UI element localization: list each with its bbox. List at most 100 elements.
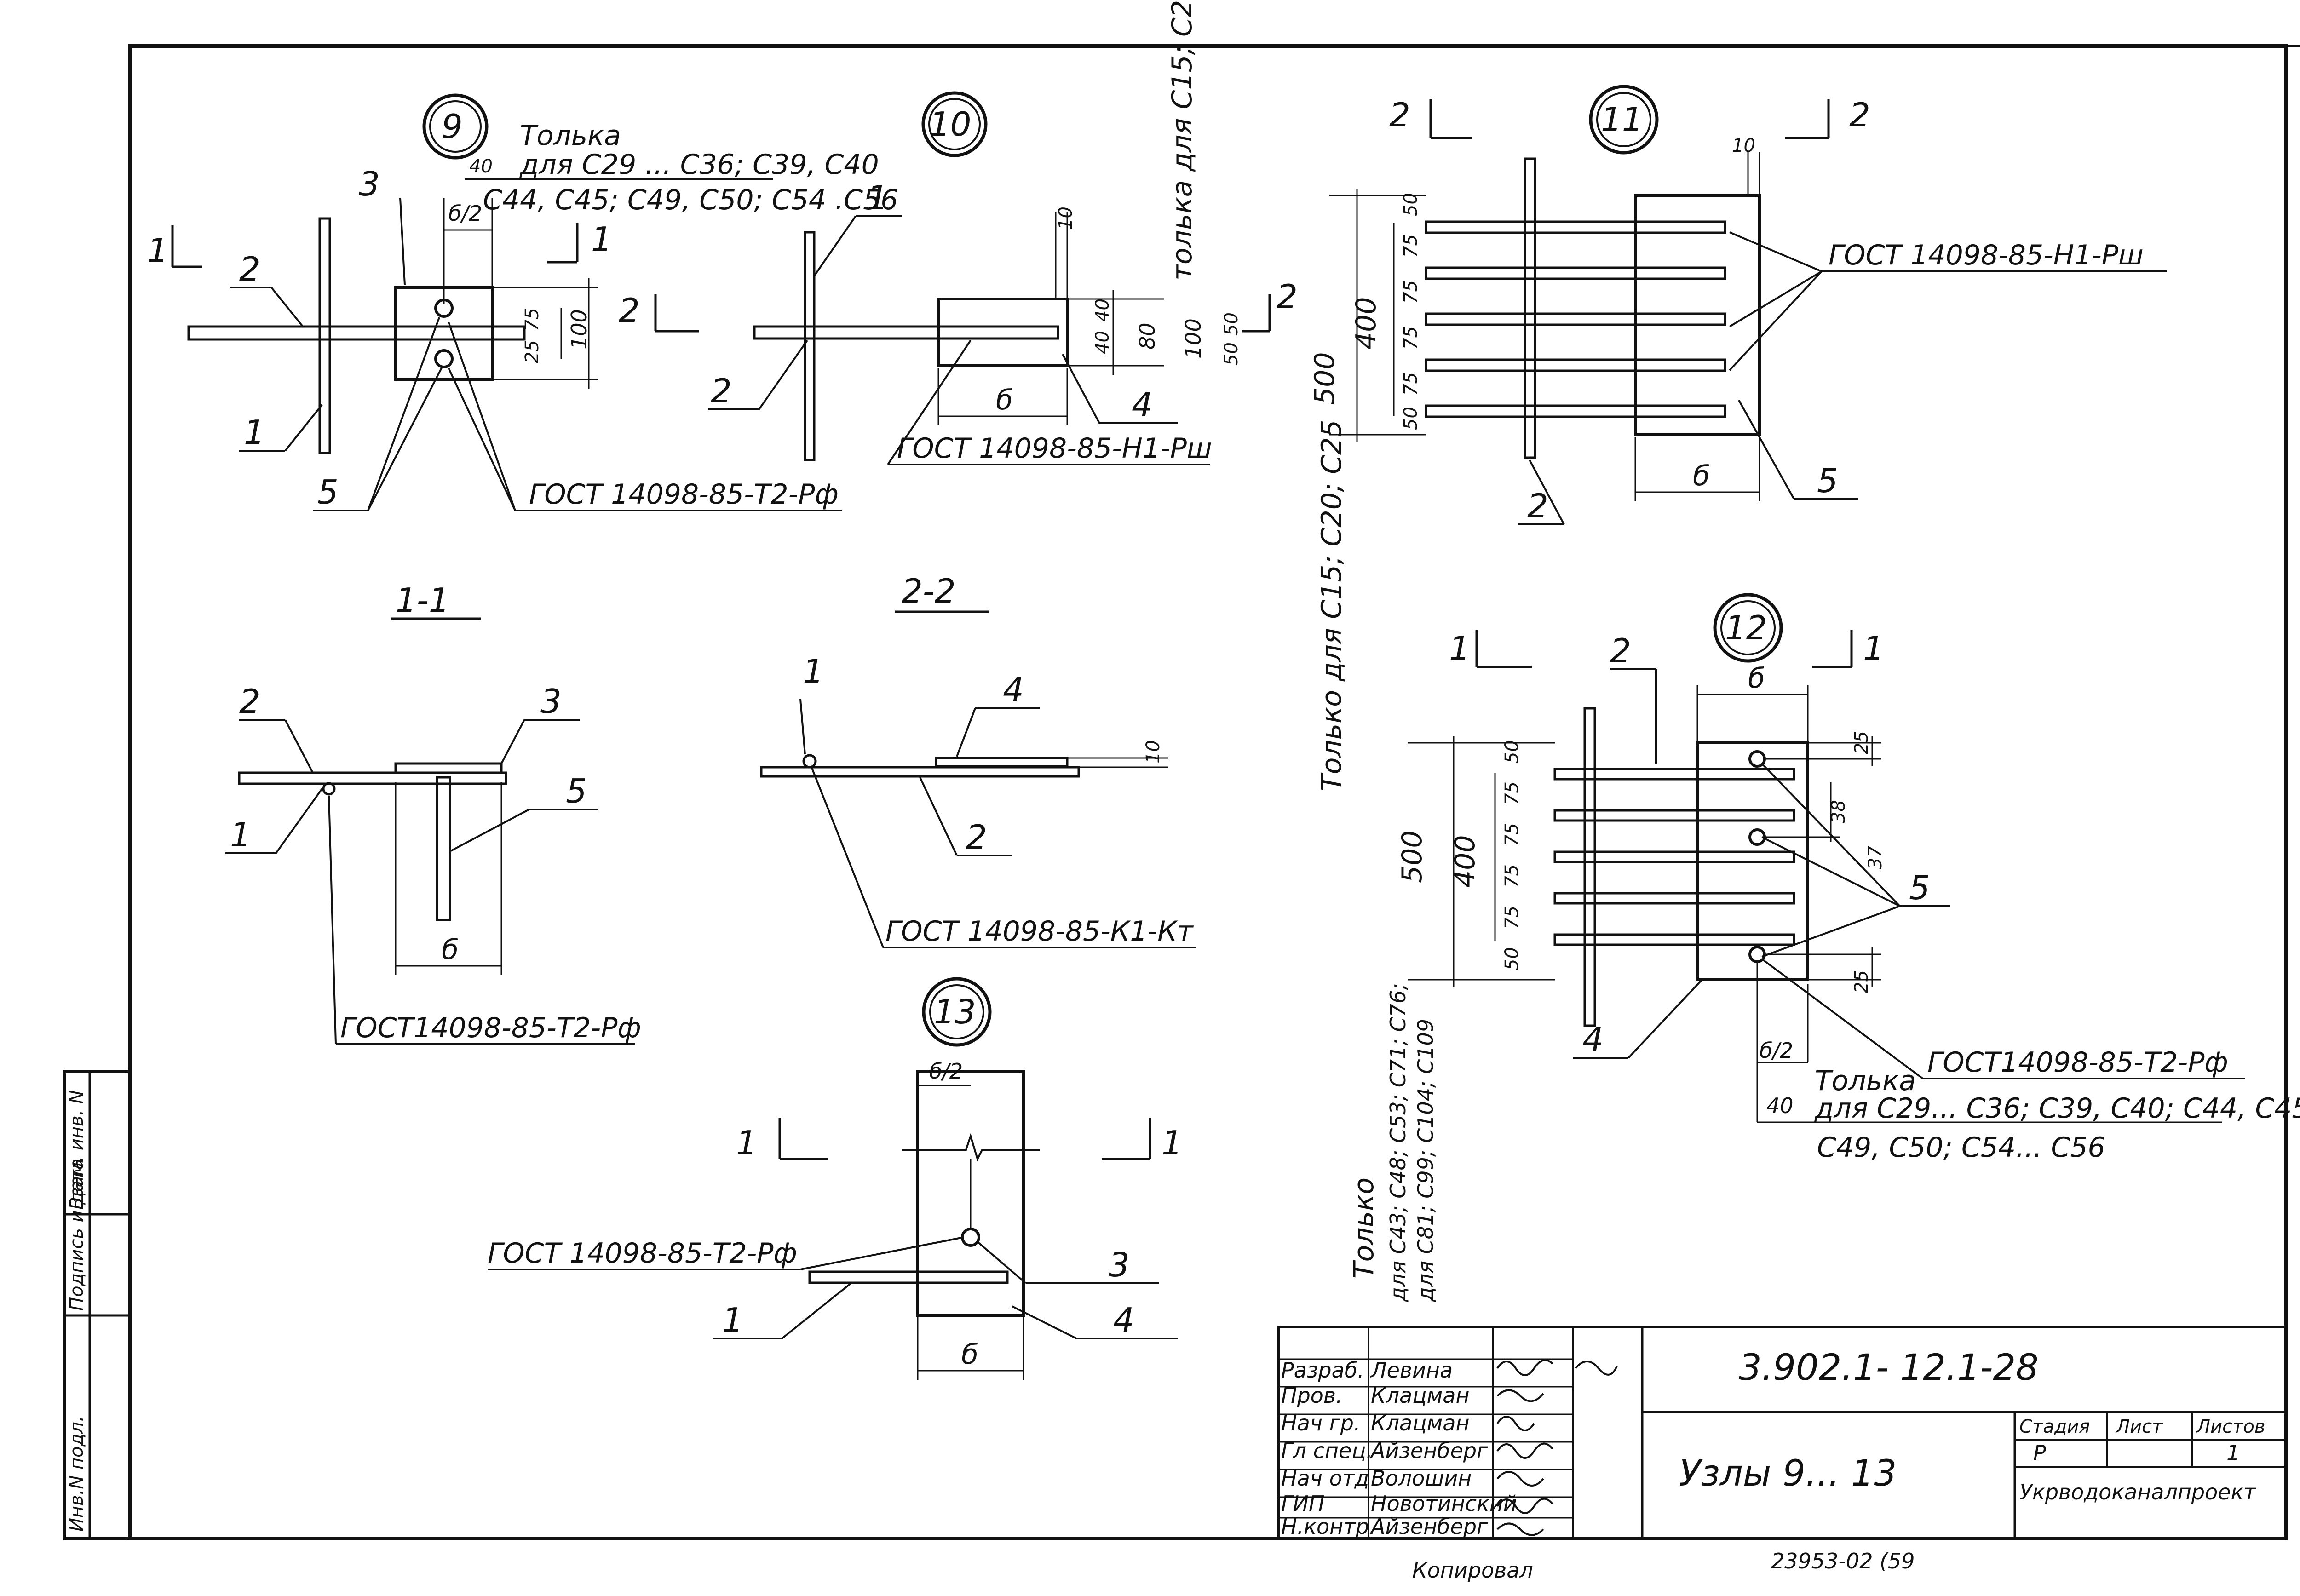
cut-1-label-12a: 1 bbox=[1449, 629, 1470, 668]
node-11: 11 2 2 500 400 50 75 75 75 75 50 bbox=[1309, 85, 2167, 791]
node-12-dim-40: 40 bbox=[1766, 1093, 1794, 1118]
node-12-note-line1: для C29... C36; C39, C40; C44, C45 bbox=[1814, 1092, 2300, 1125]
node-10-pos-2: 2 bbox=[711, 372, 732, 410]
node-11-dim-400: 400 bbox=[1350, 297, 1382, 350]
tb-sheets-label: Листов bbox=[2196, 1416, 2265, 1437]
node-9-note-title: Толька bbox=[520, 120, 621, 152]
node-9: 9 Толька для C29 ... C36; C39, C40 C44, … bbox=[187, 93, 898, 511]
node-13-number: 13 bbox=[934, 993, 976, 1031]
node-12-dim-25b: 25 bbox=[1851, 970, 1872, 993]
node-11-spacing-5: 50 bbox=[1400, 407, 1421, 430]
node-12-number: 12 bbox=[1725, 609, 1767, 647]
node-9-dim-25: 25 bbox=[522, 340, 543, 363]
stamp-replace-label: Взам. инв. N bbox=[66, 1090, 87, 1210]
node-10-gost: ГОСТ 14098-85-Н1-Рш bbox=[897, 432, 1212, 465]
node-9-note-line2: C44, C45; C49, C50; C54 .C56 bbox=[483, 184, 898, 216]
section-2-2-gost: ГОСТ 14098-85-К1-Кт bbox=[886, 915, 1194, 947]
tb-name-0: Левина bbox=[1370, 1358, 1453, 1383]
node-11-dim-500: 500 bbox=[1309, 352, 1341, 405]
node-11-pos-2: 2 bbox=[1527, 487, 1548, 525]
sheet-frame bbox=[128, 44, 2300, 1540]
node-12-spacing-5: 50 bbox=[1501, 947, 1523, 970]
section-2-2-pos-4: 4 bbox=[1003, 671, 1024, 709]
stamp-sign-label: Подпись и дата bbox=[66, 1159, 87, 1311]
node-9-dim-40: 40 bbox=[469, 156, 493, 177]
node-12-circle bbox=[1713, 593, 1783, 663]
tb-stage: Р bbox=[2033, 1441, 2046, 1465]
node-9-dim-100: 100 bbox=[567, 309, 592, 350]
node-12-dim-400: 400 bbox=[1449, 835, 1481, 888]
node-10-circle bbox=[921, 91, 988, 157]
cut-2-label-10: 2 bbox=[1276, 277, 1298, 316]
node-12-spacing-0: 50 bbox=[1501, 740, 1523, 764]
tb-role-1: Пров. bbox=[1281, 1383, 1343, 1408]
tb-role-0: Разраб. bbox=[1281, 1358, 1364, 1383]
section-2-2-title: 2-2 bbox=[902, 572, 956, 610]
node-10: 10 10 б 40 40 80 100 50 50 толька для C1… bbox=[708, 0, 1242, 465]
node-13-gost: ГОСТ 14098-85-Т2-Рф bbox=[488, 1237, 797, 1269]
node-9-number: 9 bbox=[442, 107, 463, 146]
node-12-pos-4: 4 bbox=[1582, 1020, 1604, 1059]
node-10-dim-40b: 40 bbox=[1092, 331, 1113, 354]
node-11-spacing-4: 75 bbox=[1400, 372, 1421, 396]
node-12-pos-5: 5 bbox=[1909, 868, 1930, 907]
node-11-gost: ГОСТ 14098-85-Н1-Рш bbox=[1828, 239, 2144, 271]
node-11-pos-5: 5 bbox=[1817, 461, 1838, 500]
tb-role-2: Нач гр. bbox=[1281, 1411, 1361, 1435]
node-12-bars bbox=[1553, 768, 1795, 946]
node-11-dim-10: 10 bbox=[1732, 135, 1755, 156]
tb-sheet-label: Лист bbox=[2115, 1416, 2163, 1437]
node-10-pos-1: 1 bbox=[867, 178, 888, 217]
cut-2-label-9: 2 bbox=[619, 291, 640, 330]
node-11-note: Только для C15; C20; C25 bbox=[1316, 420, 1348, 791]
tb-doc-code: 3.902.1- 12.1-28 bbox=[1739, 1347, 2039, 1389]
node-13-pos-1: 1 bbox=[722, 1301, 743, 1339]
tb-name-6: Айзенберг bbox=[1369, 1514, 1488, 1539]
node-12-spacing-4: 75 bbox=[1501, 906, 1523, 929]
node-9-circle bbox=[422, 93, 489, 160]
tb-role-6: Н.контр. bbox=[1281, 1514, 1376, 1539]
node-9-pos-3: 3 bbox=[359, 165, 380, 203]
cut-2-label-11b: 2 bbox=[1849, 96, 1870, 134]
node-12-spacing-1: 75 bbox=[1501, 781, 1523, 805]
node-13-pos-3: 3 bbox=[1109, 1246, 1130, 1284]
side-stamp: Инв.N подл. Подпись и дата Взам. инв. N bbox=[63, 1070, 131, 1540]
node-10-dim-80: 80 bbox=[1135, 322, 1160, 350]
section-2-2-dim-10: 10 bbox=[1143, 740, 1164, 764]
node-13-dim-b: б bbox=[961, 1338, 978, 1371]
tb-role-3: Гл спец. bbox=[1281, 1438, 1373, 1463]
node-9-gost: ГОСТ 14098-85-Т2-Рф bbox=[529, 478, 839, 511]
node-10-dim-50b: 50 bbox=[1221, 312, 1242, 336]
tb-bottom-number: 23953-02 (59 bbox=[1771, 1549, 1915, 1573]
section-1-1-title: 1-1 bbox=[396, 581, 450, 620]
cut-markers-10: 2 bbox=[1242, 277, 1298, 333]
stamp-inv-label: Инв.N подл. bbox=[66, 1416, 87, 1532]
section-1-1-pos-3: 3 bbox=[540, 682, 562, 721]
node-12-dim-25a: 25 bbox=[1851, 731, 1872, 754]
node-10-dim-100: 100 bbox=[1181, 318, 1206, 359]
node-13: 13 1 1 б/2 б ГОСТ 14098-85-Т2-Рф 3 1 bbox=[488, 977, 1183, 1380]
node-13-dim-b2: б/2 bbox=[929, 1059, 963, 1084]
tb-role-4: Нач отд bbox=[1281, 1466, 1369, 1491]
cut-1-right-label: 1 bbox=[591, 220, 612, 258]
node-13-circle bbox=[922, 977, 992, 1047]
node-9-dim-75: 75 bbox=[522, 308, 543, 331]
tb-name-1: Клацман bbox=[1371, 1383, 1470, 1408]
node-10-number: 10 bbox=[929, 105, 972, 144]
node-12-vnote-line1: для C43; C48; C53; C71; C76; bbox=[1386, 983, 1410, 1302]
tb-title: Узлы 9... 13 bbox=[1679, 1453, 1897, 1494]
node-9-note-line1: для C29 ... C36; C39, C40 bbox=[519, 149, 879, 181]
cut-1-label-13b: 1 bbox=[1162, 1124, 1183, 1162]
node-10-pos-4: 4 bbox=[1132, 385, 1153, 424]
node-10-dim-10: 10 bbox=[1055, 207, 1076, 230]
node-12-note-line2: C49, C50; C54... C56 bbox=[1817, 1131, 2105, 1164]
section-1-1-pos-5: 5 bbox=[566, 772, 587, 810]
node-12-vnote-title: Только bbox=[1348, 1177, 1380, 1279]
tb-sheets: 1 bbox=[2226, 1441, 2240, 1465]
node-9-dim-b2: б/2 bbox=[448, 201, 482, 226]
node-12-dim-b2: б/2 bbox=[1760, 1038, 1793, 1063]
cut-1-label-13a: 1 bbox=[736, 1124, 757, 1162]
cut-markers-9: 1 1 2 bbox=[147, 220, 699, 333]
cut-1-label-12b: 1 bbox=[1863, 629, 1884, 668]
